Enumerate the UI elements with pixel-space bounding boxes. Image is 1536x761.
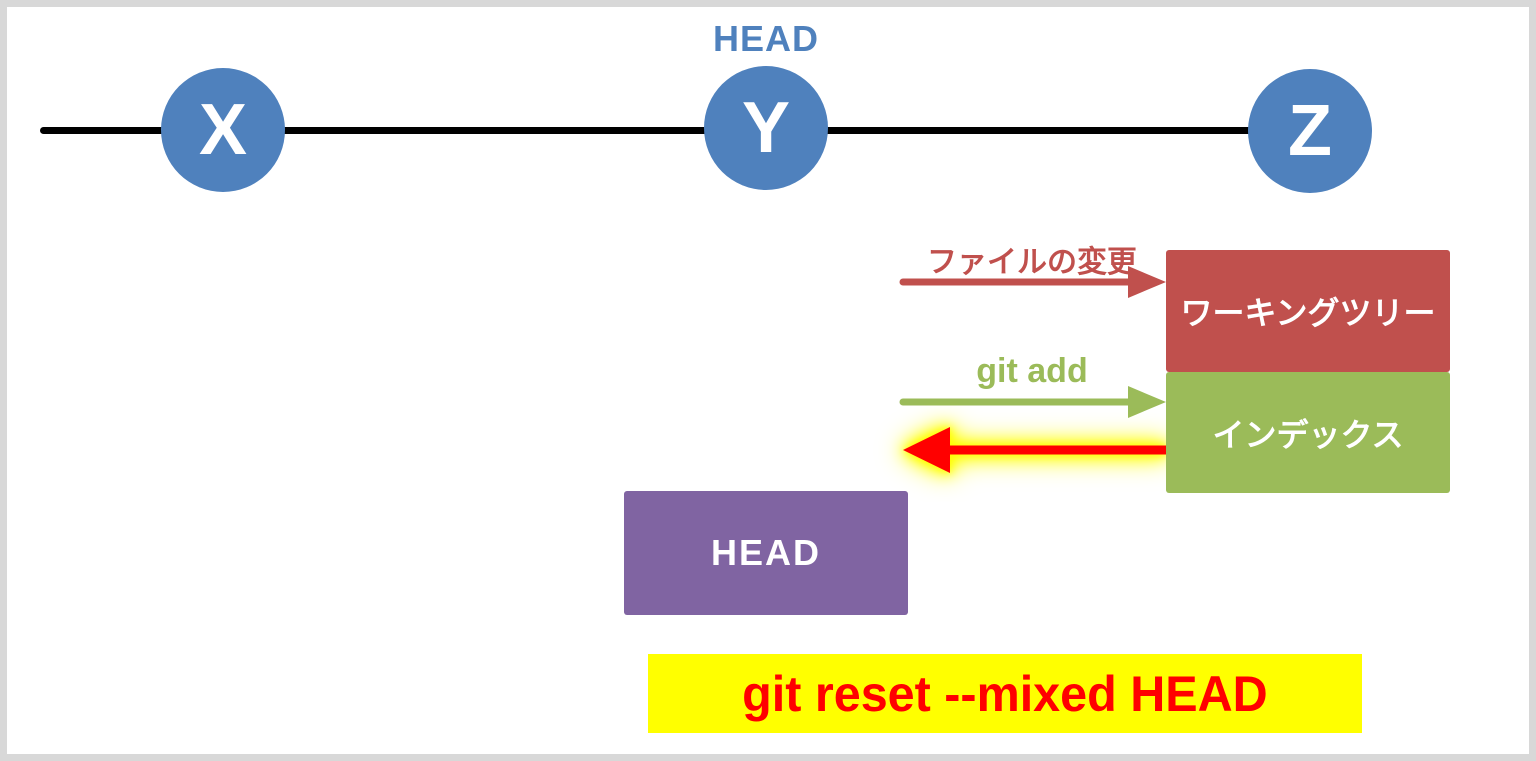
index-box: インデックス bbox=[1166, 372, 1450, 493]
working-tree-label: ワーキングツリー bbox=[1180, 295, 1436, 331]
head-box-label: HEAD bbox=[710, 532, 821, 573]
commit-node-x: X bbox=[161, 68, 285, 192]
commit-node-z-label: Z bbox=[1288, 91, 1332, 171]
commit-node-x-label: X bbox=[198, 90, 248, 170]
git-add-arrow-icon bbox=[899, 386, 1166, 418]
command-text: git reset --mixed HEAD bbox=[742, 665, 1268, 722]
file-change-label: ファイルの変更 bbox=[927, 246, 1137, 279]
git-reset-arrow-icon bbox=[903, 427, 1166, 473]
working-tree-box: ワーキングツリー bbox=[1166, 250, 1450, 372]
file-change-arrow-icon bbox=[899, 266, 1166, 298]
git-add-label: git add bbox=[976, 352, 1088, 390]
command-banner: git reset --mixed HEAD bbox=[648, 654, 1362, 733]
commit-timeline-line bbox=[40, 127, 1272, 134]
head-box: HEAD bbox=[624, 491, 908, 615]
index-label: インデックス bbox=[1212, 416, 1404, 453]
commit-node-z: Z bbox=[1248, 69, 1372, 193]
commit-node-y: Y bbox=[704, 66, 828, 190]
commit-node-y-label: Y bbox=[741, 88, 791, 168]
head-pointer-label: HEAD bbox=[712, 18, 819, 59]
